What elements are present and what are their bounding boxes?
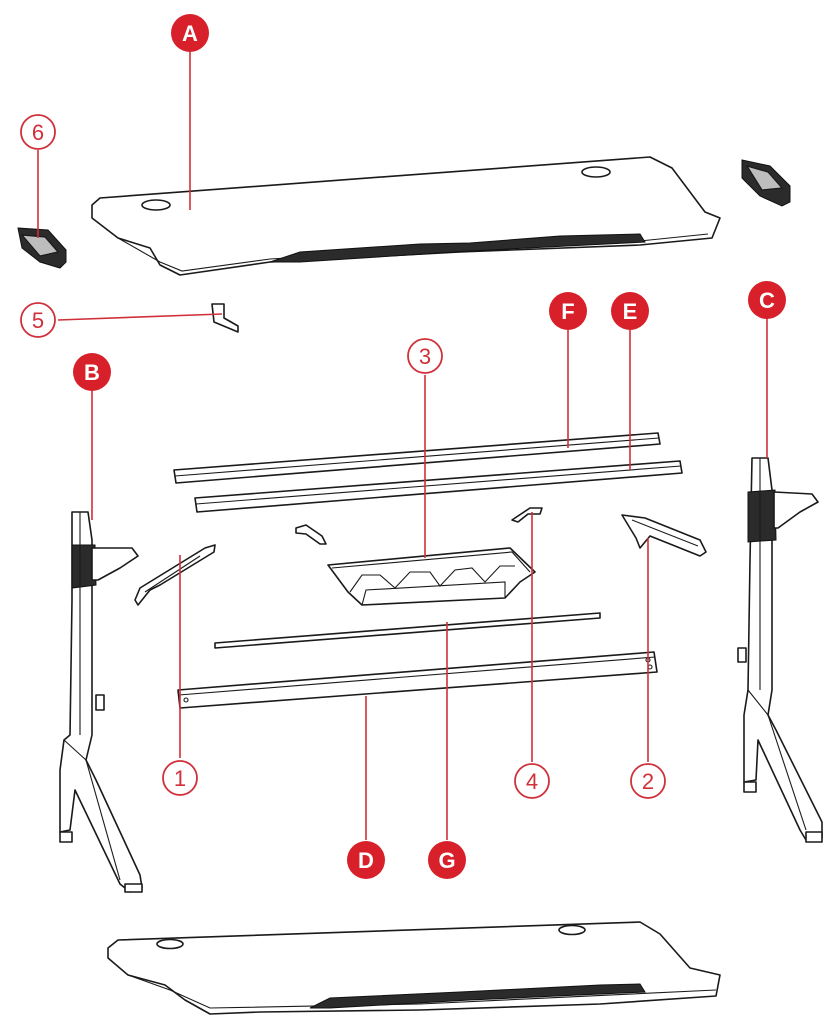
callout-5: 5 (20, 302, 56, 338)
desktop-bottom-view (107, 921, 721, 1015)
bracket-1 (134, 544, 216, 606)
badge-b: B (73, 353, 111, 391)
badge-d: D (347, 841, 385, 879)
callout-1-label: 1 (174, 766, 186, 791)
callout-2: 2 (630, 763, 666, 799)
badge-e-label: E (623, 299, 638, 324)
callout-4-label: 4 (526, 769, 538, 794)
clamp-left (17, 227, 67, 269)
callout-3-label: 3 (419, 344, 431, 369)
cable-tray (327, 547, 536, 606)
clip-right (511, 507, 543, 523)
beam-e (194, 460, 683, 513)
callout-6: 6 (20, 114, 56, 150)
callout-6-label: 6 (32, 120, 44, 145)
hook-bracket (211, 303, 239, 333)
badge-a: A (171, 14, 209, 52)
badge-f: F (549, 292, 587, 330)
callout-4: 4 (514, 763, 550, 799)
beam-f (173, 432, 661, 484)
badge-a-label: A (182, 21, 198, 46)
badge-e: E (611, 292, 649, 330)
rod-g (214, 612, 601, 649)
callout-2-label: 2 (642, 769, 654, 794)
badge-b-label: B (84, 360, 100, 385)
badge-d-label: D (358, 848, 374, 873)
badge-g-label: G (438, 848, 455, 873)
callout-5-label: 5 (32, 308, 44, 333)
badge-f-label: F (561, 299, 574, 324)
leg-left (59, 511, 143, 893)
badge-c: C (748, 281, 786, 319)
badge-c-label: C (759, 288, 775, 313)
beam-d (177, 651, 658, 709)
badge-g: G (428, 841, 466, 879)
callout-1: 1 (162, 760, 198, 796)
clamp-right (741, 159, 791, 207)
leg-right (737, 457, 823, 843)
leader-lines (37, 52, 768, 840)
bracket-2 (621, 514, 707, 557)
desktop-top (91, 156, 721, 276)
clip-left (295, 524, 327, 545)
callout-3: 3 (407, 338, 443, 374)
